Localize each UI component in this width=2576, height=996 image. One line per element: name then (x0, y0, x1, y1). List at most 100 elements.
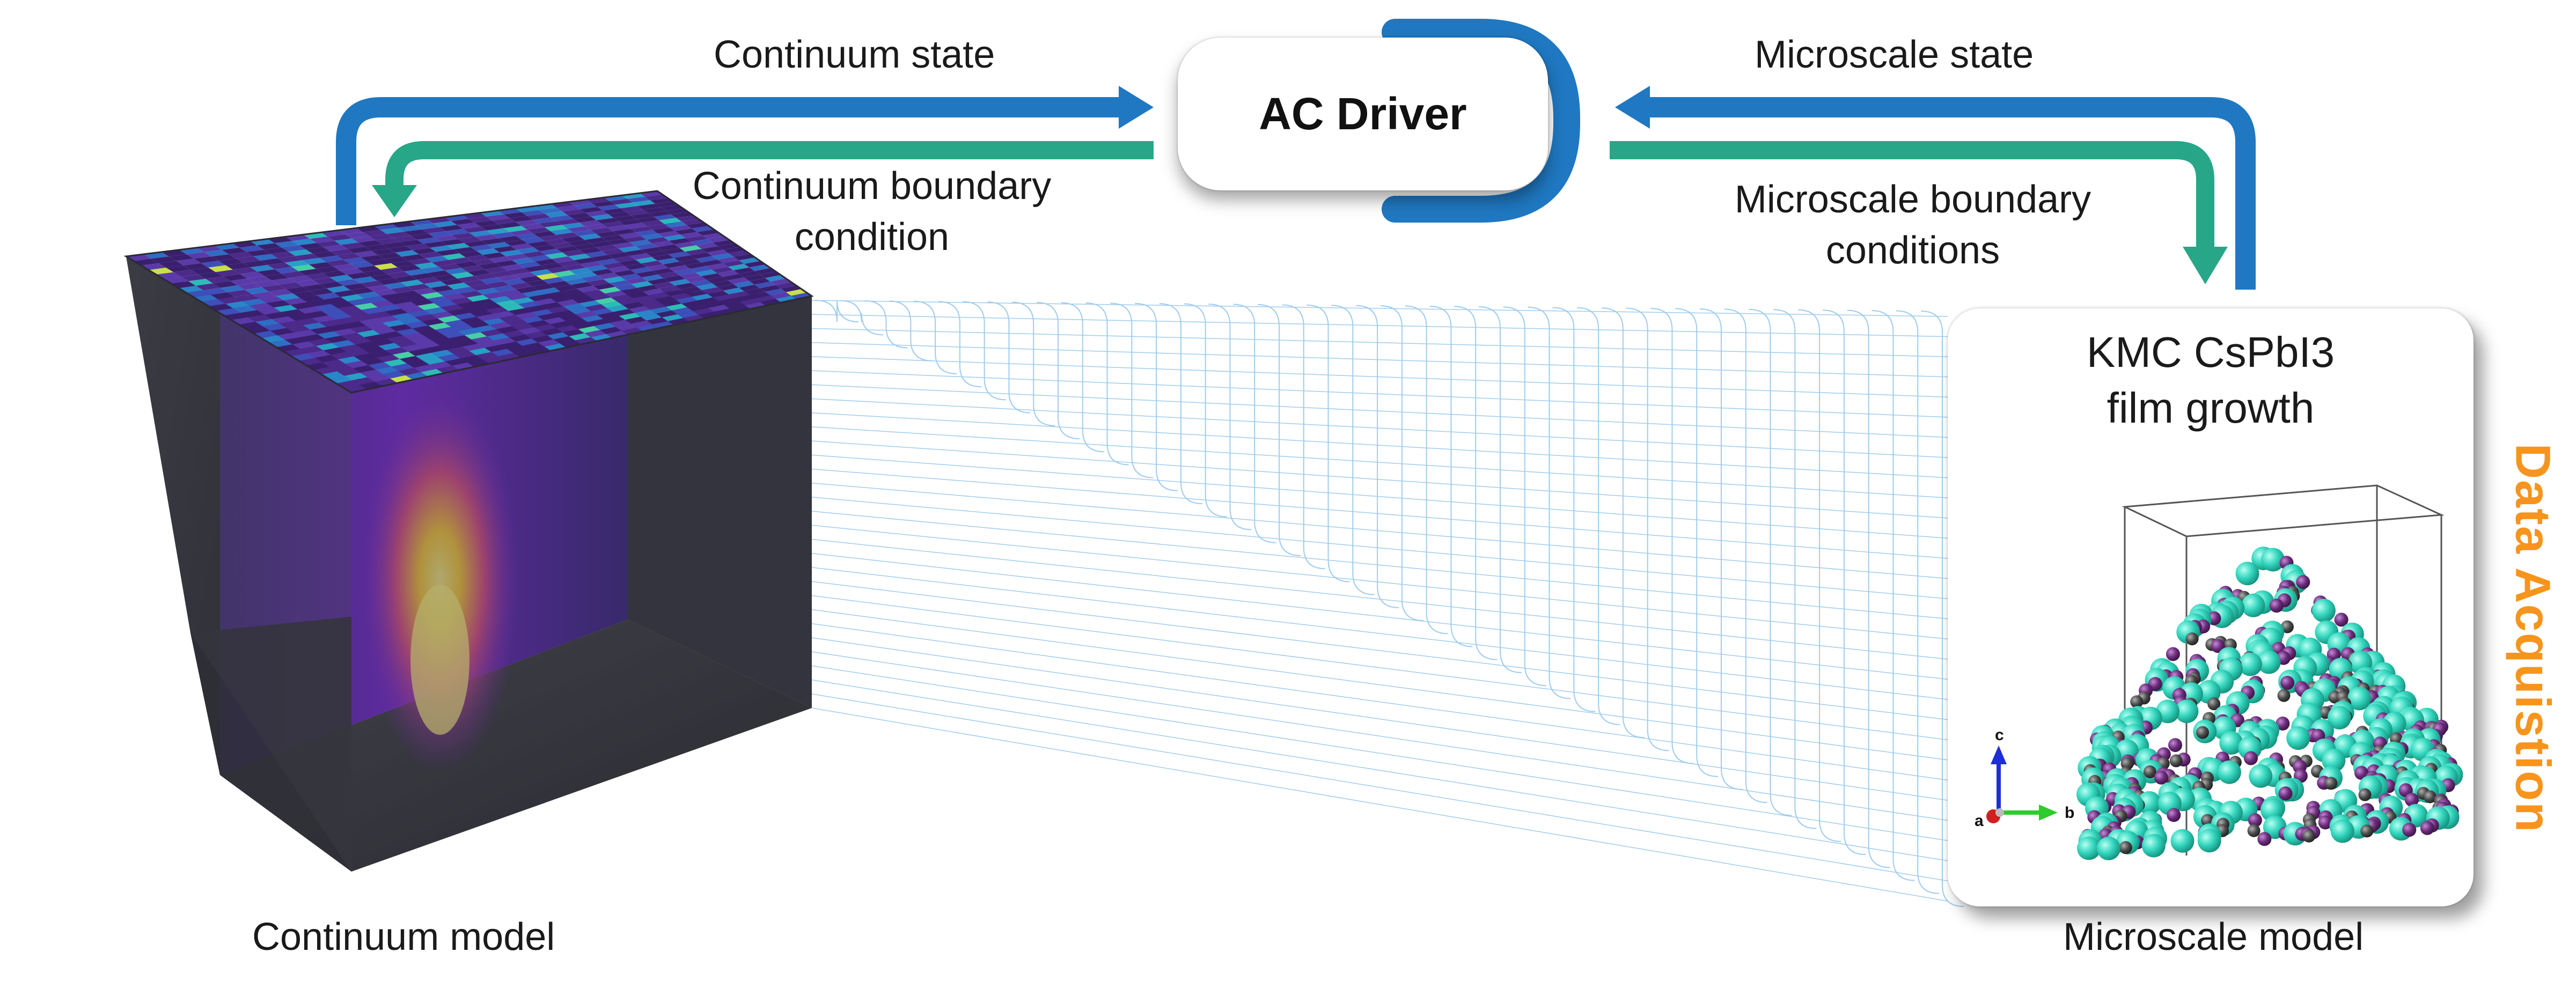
heatmap-cell (619, 274, 642, 281)
heatmap-cell (569, 268, 592, 275)
pb-atom (2277, 689, 2291, 702)
heatmap-cell (717, 270, 739, 277)
driver-loop (1382, 19, 1580, 223)
heatmap-cell (601, 235, 625, 241)
heatmap-cell (351, 236, 376, 243)
heatmap-cell (707, 236, 730, 243)
heatmap-cell (500, 341, 523, 349)
heatmap-cell (482, 252, 506, 259)
heatmap-cell (531, 309, 553, 316)
heatmap-cell (494, 337, 516, 345)
heatmap-cell (445, 358, 467, 366)
heatmap-cell (534, 324, 556, 331)
heatmap-cell (338, 356, 361, 364)
heatmap-cell (312, 315, 336, 323)
heatmap-cell (186, 252, 211, 259)
heatmap-cell (608, 266, 630, 273)
heatmap-cell (660, 300, 682, 307)
heatmap-cell (615, 202, 638, 209)
heatmap-cell (749, 278, 770, 285)
heatmap-cell (619, 232, 641, 239)
heatmap-cell (670, 225, 692, 231)
heatmap-cell (545, 211, 568, 218)
heatmap-cell (428, 231, 452, 238)
heatmap-cell (534, 259, 557, 265)
heatmap-cell (354, 303, 378, 310)
heatmap-cell (602, 262, 625, 269)
fan-guide (811, 651, 1948, 821)
heatmap-cell (464, 280, 487, 287)
heatmap-cell (391, 313, 415, 320)
heatmap-cell (706, 263, 728, 270)
cs-atom (2257, 650, 2281, 674)
heatmap-cell (376, 238, 400, 245)
heatmap-cell (669, 238, 691, 245)
heatmap-cell (529, 255, 552, 262)
heatmap-cell (538, 287, 561, 294)
heatmap-cell (653, 282, 675, 289)
heatmap-cell (266, 300, 291, 308)
heatmap-cell (588, 319, 610, 326)
heatmap-cell (449, 335, 472, 343)
fan-guide (811, 468, 1948, 559)
heatmap-cell (723, 247, 745, 254)
heatmap-cell (447, 283, 471, 290)
heatmap-cell (605, 291, 627, 298)
continuum-state-arrow (336, 97, 1119, 225)
heatmap-cell (229, 252, 254, 259)
heatmap-cell (401, 306, 424, 313)
heatmap-cell (603, 276, 626, 283)
heatmap-cell (307, 350, 331, 358)
heatmap-cell (526, 279, 549, 287)
heatmap-cell (738, 271, 760, 278)
heatmap-cell (404, 294, 428, 302)
heatmap-cell (399, 356, 423, 364)
heatmap-cell (331, 352, 354, 359)
heatmap-cell (326, 324, 350, 331)
heatmap-cell (522, 342, 545, 350)
heatmap-cell (270, 252, 296, 259)
heatmap-cell (340, 294, 364, 301)
heatmap-cell (744, 274, 765, 281)
fan-line (1454, 306, 1498, 660)
heatmap-cell (176, 259, 201, 265)
heatmap-cell (363, 230, 387, 237)
fan-guide (811, 497, 1948, 599)
heatmap-cell (359, 381, 383, 389)
heatmap-cell (596, 231, 619, 238)
i-atom (2276, 717, 2290, 731)
heatmap-cell (686, 222, 709, 228)
heatmap-cell (284, 260, 309, 267)
heatmap-cell (250, 265, 275, 272)
heatmap-cell (563, 264, 586, 271)
heatmap-cell (707, 249, 729, 256)
heatmap-cell (622, 302, 644, 309)
heatmap-cell (585, 304, 607, 312)
fan-line (1159, 303, 1202, 505)
heatmap-cell (690, 266, 712, 273)
heatmap-cell (438, 264, 461, 271)
heatmap-cell (487, 333, 510, 341)
heatmap-cell (619, 260, 641, 267)
heatmap-cell (441, 278, 464, 285)
heatmap-cell (575, 271, 598, 278)
heatmap-cell (377, 355, 400, 363)
heatmap-cell (524, 305, 547, 312)
heatmap-cell (341, 242, 365, 249)
heatmap-cell (436, 249, 460, 256)
heatmap-cell (540, 328, 563, 336)
cs-atom (2322, 748, 2346, 772)
heatmap-cell (679, 259, 701, 265)
heatmap-cell (438, 354, 461, 361)
heatmap-cell (400, 279, 424, 287)
heatmap-cell (355, 341, 379, 349)
heatmap-cell (371, 248, 395, 255)
heatmap-cell (754, 268, 776, 275)
heatmap-cell (441, 239, 464, 246)
pb-atom (2280, 620, 2294, 633)
heatmap-cell (685, 262, 707, 269)
fan-line (1528, 306, 1571, 699)
heatmap-cell (378, 252, 402, 260)
heatmap-cell (770, 292, 791, 299)
heatmap-cell (364, 296, 388, 303)
